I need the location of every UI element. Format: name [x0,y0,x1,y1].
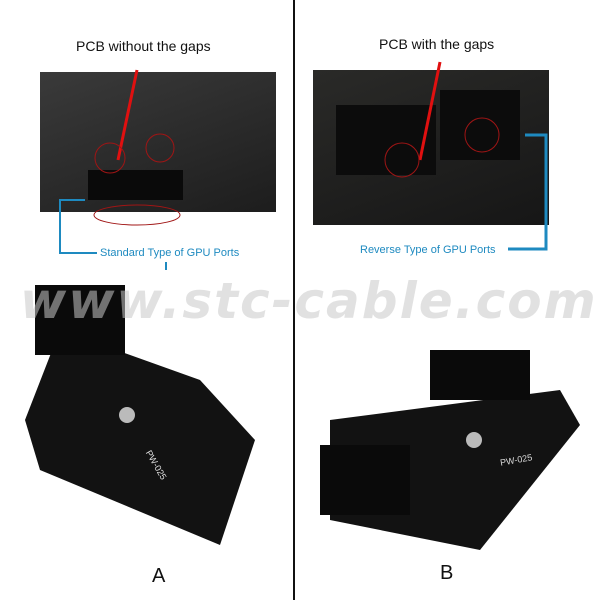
adapter-connector-b [320,445,410,515]
label-a: A [152,565,166,587]
adapter-board-a [25,330,255,545]
watermark: www.stc-cable.com [20,272,598,330]
label-b: B [440,562,454,584]
gpu-port-reverse-2 [440,90,520,160]
port-label-right: Reverse Type of GPU Ports [360,244,496,256]
adapter-header-b [430,350,530,400]
gpu-ports-standard [88,170,183,200]
divider [293,0,295,600]
adapter-connector-a [35,285,125,355]
gpu-port-reverse-1 [336,105,436,175]
port-label-left: Standard Type of GPU Ports [100,247,240,259]
caption-right: PCB with the gaps [379,36,495,52]
caption-left: PCB without the gaps [76,38,211,54]
